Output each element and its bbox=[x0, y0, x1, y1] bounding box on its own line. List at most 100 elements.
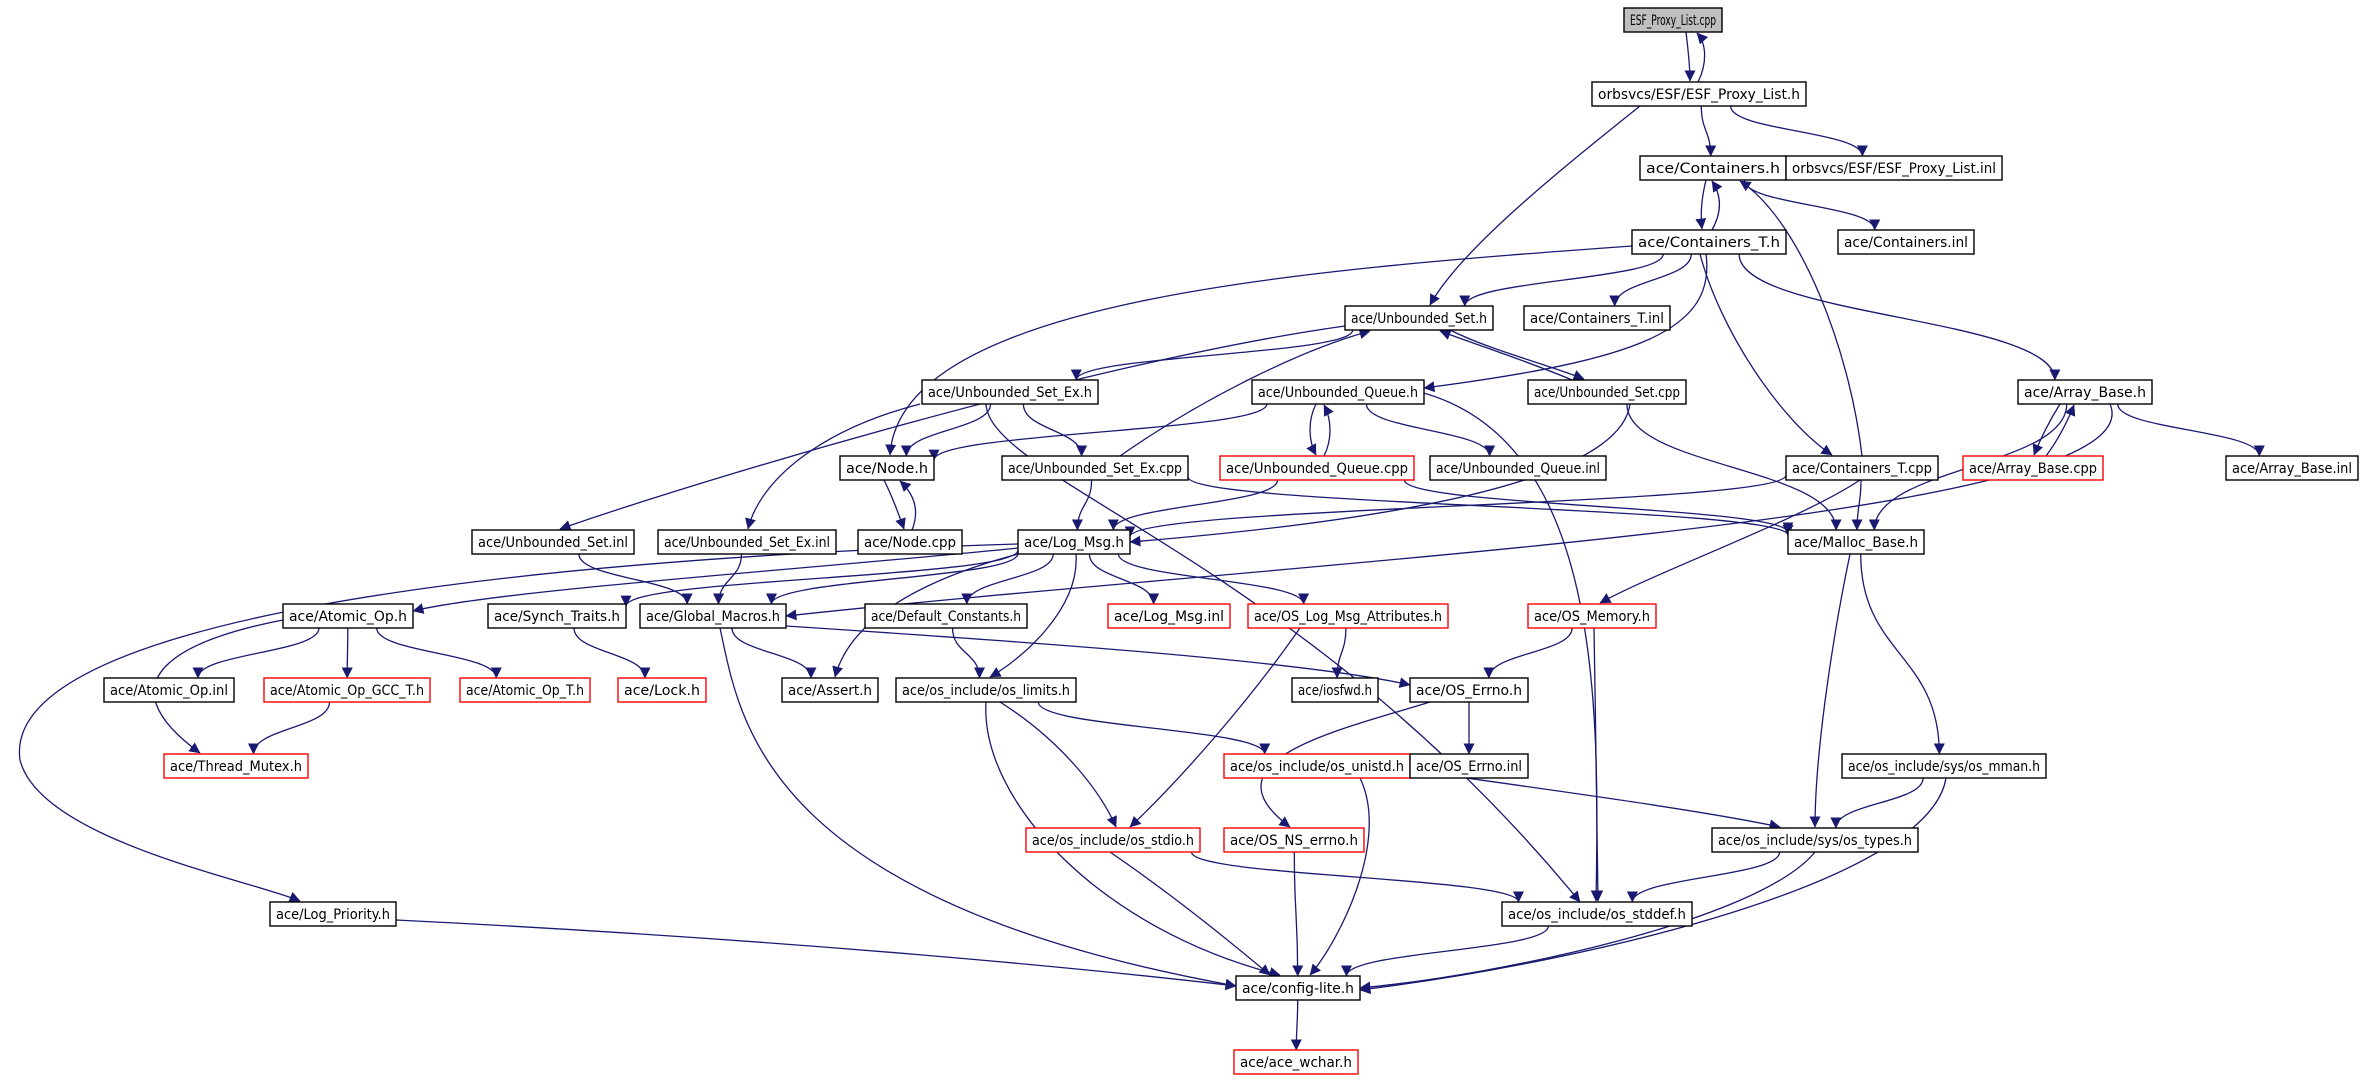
edge-n13-to-n6 bbox=[1119, 328, 1371, 457]
node-ace-os-include-sys-os-types-h[interactable]: ace/os_include/sys/os_types.h bbox=[1711, 827, 1919, 853]
edge-line bbox=[1860, 553, 1945, 755]
edge-n32-to-n39 bbox=[248, 701, 331, 755]
node-ace-unbounded-set-ex-h[interactable]: ace/Unbounded_Set_Ex.h bbox=[921, 379, 1099, 405]
node-ace-array-base-h[interactable]: ace/Array_Base.h bbox=[2017, 379, 2153, 405]
node-box bbox=[1429, 455, 1607, 481]
node-label: ace/Containers_T.inl bbox=[1530, 311, 1664, 327]
node-ace-global-macros-h[interactable]: ace/Global_Macros.h bbox=[639, 603, 787, 629]
node-label: ace/Global_Macros.h bbox=[646, 609, 780, 625]
node-ace-log-msg-h[interactable]: ace/Log_Msg.h bbox=[1017, 529, 1131, 555]
edge-line bbox=[985, 701, 1281, 978]
node-ace-array-base-inl[interactable]: ace/Array_Base.inl bbox=[2225, 455, 2359, 481]
node-ace-malloc-base-h[interactable]: ace/Malloc_Base.h bbox=[1787, 529, 1925, 555]
node-ace-containers-t-cpp[interactable]: ace/Containers_T.cpp bbox=[1785, 455, 1939, 481]
node-ace-os-include-os-unistd-h[interactable]: ace/os_include/os_unistd.h bbox=[1223, 753, 1411, 779]
node-ace-log-priority-h[interactable]: ace/Log_Priority.h bbox=[269, 901, 397, 927]
node-ace-assert-h[interactable]: ace/Assert.h bbox=[781, 677, 879, 703]
edge-n1-to-n3 bbox=[1729, 105, 1868, 157]
edge-line bbox=[1129, 403, 1631, 547]
node-ace-array-base-cpp[interactable]: ace/Array_Base.cpp bbox=[1962, 455, 2104, 481]
edge-line bbox=[961, 553, 1054, 605]
node-label: ace/Lock.h bbox=[624, 683, 700, 699]
node-ace-containers-inl[interactable]: ace/Containers.inl bbox=[1837, 229, 1975, 255]
node-ace-containers-h[interactable]: ace/Containers.h bbox=[1639, 155, 1787, 181]
node-ace-config-lite-h[interactable]: ace/config-lite.h bbox=[1235, 975, 1361, 1001]
edge-n1-to-n2 bbox=[1700, 105, 1717, 157]
node-ace-containers-t-h[interactable]: ace/Containers_T.h bbox=[1631, 229, 1787, 255]
node-ace-os-log-msg-attributes-h[interactable]: ace/OS_Log_Msg_Attributes.h bbox=[1247, 603, 1449, 629]
node-box bbox=[471, 529, 635, 555]
node-ace-containers-t-inl[interactable]: ace/Containers_T.inl bbox=[1523, 305, 1671, 331]
node-ace-unbounded-set-ex-cpp[interactable]: ace/Unbounded_Set_Ex.cpp bbox=[1001, 455, 1189, 481]
node-label: ace/Unbounded_Set.inl bbox=[478, 535, 628, 551]
node-box bbox=[1841, 753, 2047, 779]
node-ace-unbounded-queue-cpp[interactable]: ace/Unbounded_Queue.cpp bbox=[1219, 455, 1415, 481]
node-ace-os-include-sys-os-mman-h[interactable]: ace/os_include/sys/os_mman.h bbox=[1841, 753, 2047, 779]
node-ace-os-memory-h[interactable]: ace/OS_Memory.h bbox=[1527, 603, 1657, 629]
edge-n16-to-n22 bbox=[1124, 474, 1787, 538]
node-ace-unbounded-set-ex-inl[interactable]: ace/Unbounded_Set_Ex.inl bbox=[657, 529, 837, 555]
node-box bbox=[1001, 455, 1189, 481]
node-ace-default-constants-h[interactable]: ace/Default_Constants.h bbox=[864, 603, 1028, 629]
edge-n14-to-n23 bbox=[1403, 479, 1794, 534]
edge-n45-to-n48 bbox=[1359, 851, 1816, 993]
node-ace-os-include-os-stdio-h[interactable]: ace/os_include/os_stdio.h bbox=[1025, 827, 1201, 853]
node-layer: ESF_Proxy_List.cpp orbsvcs/ESF/ESF_Proxy_… bbox=[103, 7, 2359, 1075]
node-box bbox=[1344, 305, 1494, 331]
node-ace-atomic-op-h[interactable]: ace/Atomic_Op.h bbox=[282, 603, 414, 629]
node-ace-atomic-op-t-h[interactable]: ace/Atomic_Op_T.h bbox=[459, 677, 591, 703]
node-ace-os-include-os-stddef-h[interactable]: ace/os_include/os_stddef.h bbox=[1501, 901, 1693, 927]
node-ace-os-errno-inl[interactable]: ace/OS_Errno.inl bbox=[1409, 753, 1529, 779]
node-box bbox=[487, 603, 627, 629]
edge-line bbox=[1260, 701, 1431, 828]
edge-line bbox=[785, 625, 1411, 689]
node-box bbox=[1785, 155, 2003, 181]
edge-line bbox=[1107, 479, 1279, 531]
edge-line bbox=[928, 403, 1268, 461]
node-box bbox=[857, 529, 963, 555]
node-box bbox=[1785, 455, 1939, 481]
node-ace-unbounded-set-cpp[interactable]: ace/Unbounded_Set.cpp bbox=[1527, 379, 1687, 405]
edge-n11-to-n17 bbox=[2032, 403, 2061, 456]
edge-line bbox=[1738, 253, 2061, 381]
edge-line bbox=[1365, 403, 1496, 457]
node-label: ace/Thread_Mutex.h bbox=[170, 759, 302, 775]
node-ace-ace-wchar-h[interactable]: ace/ace_wchar.h bbox=[1233, 1049, 1359, 1075]
node-label: ace/os_include/os_limits.h bbox=[902, 683, 1070, 699]
node-label: orbsvcs/ESF/ESF_Proxy_List.h bbox=[1598, 87, 1800, 103]
edge-n21-to-n12 bbox=[899, 480, 917, 531]
node-orbsvcs-esf-esf-proxy-list-h[interactable]: orbsvcs/ESF/ESF_Proxy_List.h bbox=[1591, 81, 1807, 107]
edge-line bbox=[341, 627, 353, 679]
edge-line bbox=[1109, 851, 1271, 976]
node-ace-log-msg-inl[interactable]: ace/Log_Msg.inl bbox=[1107, 603, 1231, 629]
node-ace-os-include-os-limits-h[interactable]: ace/os_include/os_limits.h bbox=[895, 677, 1077, 703]
node-ace-unbounded-set-inl[interactable]: ace/Unbounded_Set.inl bbox=[471, 529, 635, 555]
node-ace-atomic-op-gcc-t-h[interactable]: ace/Atomic_Op_GCC_T.h bbox=[263, 677, 431, 703]
node-ace-lock-h[interactable]: ace/Lock.h bbox=[617, 677, 707, 703]
node-ace-node-h[interactable]: ace/Node.h bbox=[839, 455, 935, 481]
edge-n1-to-n0 bbox=[1696, 32, 1709, 83]
edge-line bbox=[2032, 403, 2061, 456]
edge-n29-to-n43 bbox=[1129, 627, 1301, 828]
node-ace-iosfwd-h[interactable]: ace/iosfwd.h bbox=[1291, 677, 1379, 703]
node-box bbox=[1527, 379, 1687, 405]
node-ace-node-cpp[interactable]: ace/Node.cpp bbox=[857, 529, 963, 555]
node-ace-unbounded-queue-inl[interactable]: ace/Unbounded_Queue.inl bbox=[1429, 455, 1607, 481]
node-ace-synch-traits-h[interactable]: ace/Synch_Traits.h bbox=[487, 603, 627, 629]
node-ace-unbounded-set-h[interactable]: ace/Unbounded_Set.h bbox=[1344, 305, 1494, 331]
node-ace-os-errno-h[interactable]: ace/OS_Errno.h bbox=[1409, 677, 1529, 703]
edge-line bbox=[1626, 851, 1781, 903]
node-ace-unbounded-queue-h[interactable]: ace/Unbounded_Queue.h bbox=[1251, 379, 1425, 405]
node-box bbox=[895, 677, 1077, 703]
node-esf-proxy-list-cpp[interactable]: ESF_Proxy_List.cpp bbox=[1623, 7, 1723, 33]
node-orbsvcs-esf-esf-proxy-list-inl[interactable]: orbsvcs/ESF/ESF_Proxy_List.inl bbox=[1785, 155, 2003, 181]
edge-line bbox=[18, 543, 1019, 903]
node-ace-os-ns-errno-h[interactable]: ace/OS_NS_errno.h bbox=[1223, 827, 1365, 853]
node-ace-atomic-op-inl[interactable]: ace/Atomic_Op.inl bbox=[103, 677, 235, 703]
node-box bbox=[269, 901, 397, 927]
edge-n40-to-n48 bbox=[1309, 777, 1370, 976]
edge-n22-to-n27 bbox=[961, 553, 1054, 605]
node-ace-thread-mutex-h[interactable]: ace/Thread_Mutex.h bbox=[163, 753, 309, 779]
node-label: ace/Array_Base.cpp bbox=[1969, 461, 2097, 477]
edge-line bbox=[578, 553, 693, 605]
